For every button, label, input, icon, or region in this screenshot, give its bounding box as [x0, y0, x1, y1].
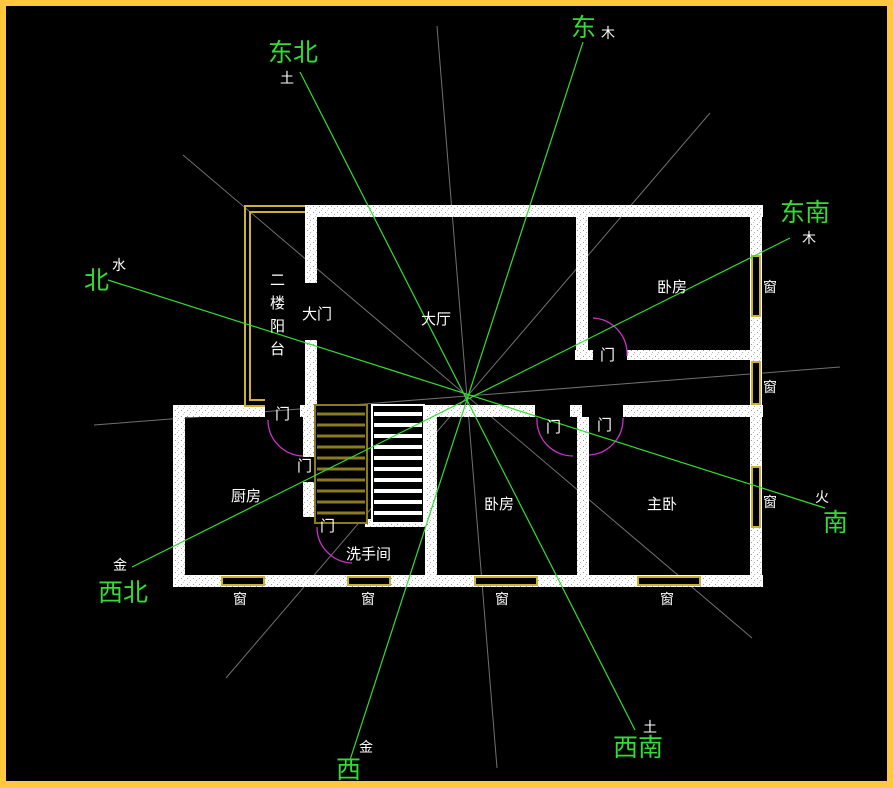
wall-mid-far-right	[623, 405, 763, 417]
wall-ne-bedroom-bottom	[627, 350, 762, 360]
room-south-bedroom: 卧房	[484, 495, 514, 513]
element-labels: 土 木 木 水 火 金 金 土	[112, 26, 829, 756]
element-northwest: 金	[113, 558, 127, 574]
door-arc-ne-bedroom	[592, 317, 628, 357]
door-label-4: 门	[320, 517, 335, 535]
compass-lines	[107, 41, 826, 761]
room-kitchen: 厨房	[231, 487, 261, 505]
window-label-s1: 窗	[233, 591, 247, 608]
window-label-s4: 窗	[660, 591, 674, 608]
element-west: 金	[359, 740, 373, 756]
window-bar-s2	[347, 576, 391, 586]
direction-west: 西	[336, 755, 361, 784]
room-main-door: 大门	[302, 305, 332, 323]
room-washroom: 洗手间	[346, 545, 391, 563]
door-label-6: 门	[597, 416, 612, 434]
window-label-e3: 窗	[763, 494, 777, 511]
window-bar-s1	[221, 576, 265, 586]
door-label-1: 门	[600, 346, 615, 364]
door-arcs	[267, 317, 628, 564]
wall-door-column-bottom	[305, 340, 317, 417]
room-balcony-2: 楼	[270, 294, 285, 312]
window-bar-e3	[751, 466, 761, 528]
wall-bottom	[173, 575, 763, 587]
wall-left-lower	[173, 405, 185, 587]
window-bar-e2	[751, 361, 761, 405]
direction-north: 北	[84, 266, 109, 295]
room-labels: 大厅 大门 二 楼 阳 台 卧房 厨房 卧房 主卧 洗手间	[231, 271, 687, 563]
window-label-s3: 窗	[495, 591, 509, 608]
wall-mid-left	[173, 405, 265, 417]
compass-line-southeast-northwest	[131, 237, 791, 568]
window-bars	[221, 255, 761, 586]
wall-top	[305, 205, 763, 217]
room-ne-bedroom: 卧房	[657, 278, 687, 296]
room-balcony-1: 二	[270, 271, 285, 289]
direction-southeast: 东南	[780, 198, 830, 227]
door-arc-master	[588, 417, 624, 456]
door-label-5: 门	[546, 418, 561, 436]
room-balcony-3: 阳	[270, 317, 285, 335]
element-southeast: 木	[802, 231, 816, 247]
direction-labels: 东北 东 东南 北 南 西北 西 西南	[84, 13, 848, 784]
wall-door-column-top	[305, 205, 317, 283]
wall-stub-a	[575, 350, 593, 360]
window-label-e2: 窗	[763, 379, 777, 396]
direction-northwest: 西北	[98, 578, 148, 607]
direction-east: 东	[571, 13, 596, 42]
element-east: 木	[601, 26, 615, 42]
element-south: 火	[815, 490, 829, 506]
compass-line-east-west	[349, 41, 584, 761]
element-northeast: 土	[280, 71, 294, 87]
door-label-2: 门	[275, 405, 290, 423]
element-southwest: 土	[643, 720, 657, 736]
staircase	[314, 404, 425, 524]
window-bar-s3	[474, 576, 538, 586]
wall-mid-right	[570, 405, 582, 417]
room-balcony-4: 台	[270, 340, 285, 358]
wall-kitchen-right-top	[303, 417, 315, 457]
door-label-3: 门	[297, 457, 312, 475]
door-arc-washroom	[316, 526, 353, 564]
room-hall: 大厅	[421, 310, 451, 328]
wall-mid-center	[425, 405, 535, 417]
direction-southwest: 西南	[613, 733, 663, 762]
grey-guide-lines	[93, 25, 841, 769]
direction-south: 南	[823, 508, 848, 537]
wall-master-left	[577, 417, 589, 587]
room-master-bedroom: 主卧	[647, 495, 677, 513]
stair-light	[371, 404, 425, 524]
door-arc-kitchen	[267, 419, 304, 457]
wall-ne-bedroom-left	[576, 205, 588, 357]
compass-line-northeast-southwest	[299, 71, 636, 731]
window-labels: 窗 窗 窗 窗 窗 窗 窗	[233, 279, 777, 608]
balcony	[244, 205, 305, 407]
wall-bedroom-left	[425, 405, 437, 587]
door-labels: 门 门 门 门 门 门	[275, 346, 615, 535]
element-north: 水	[112, 258, 126, 274]
wall-kitchen-right-bottom	[303, 482, 315, 517]
window-bar-s4	[637, 576, 701, 586]
stair-dark	[314, 404, 368, 524]
window-label-e1: 窗	[763, 279, 777, 296]
window-label-s2: 窗	[361, 591, 375, 608]
window-bar-e1	[751, 255, 761, 317]
door-arc-bedroom	[536, 417, 574, 457]
compass-line-north-south	[107, 279, 826, 509]
direction-northeast: 东北	[268, 38, 318, 67]
